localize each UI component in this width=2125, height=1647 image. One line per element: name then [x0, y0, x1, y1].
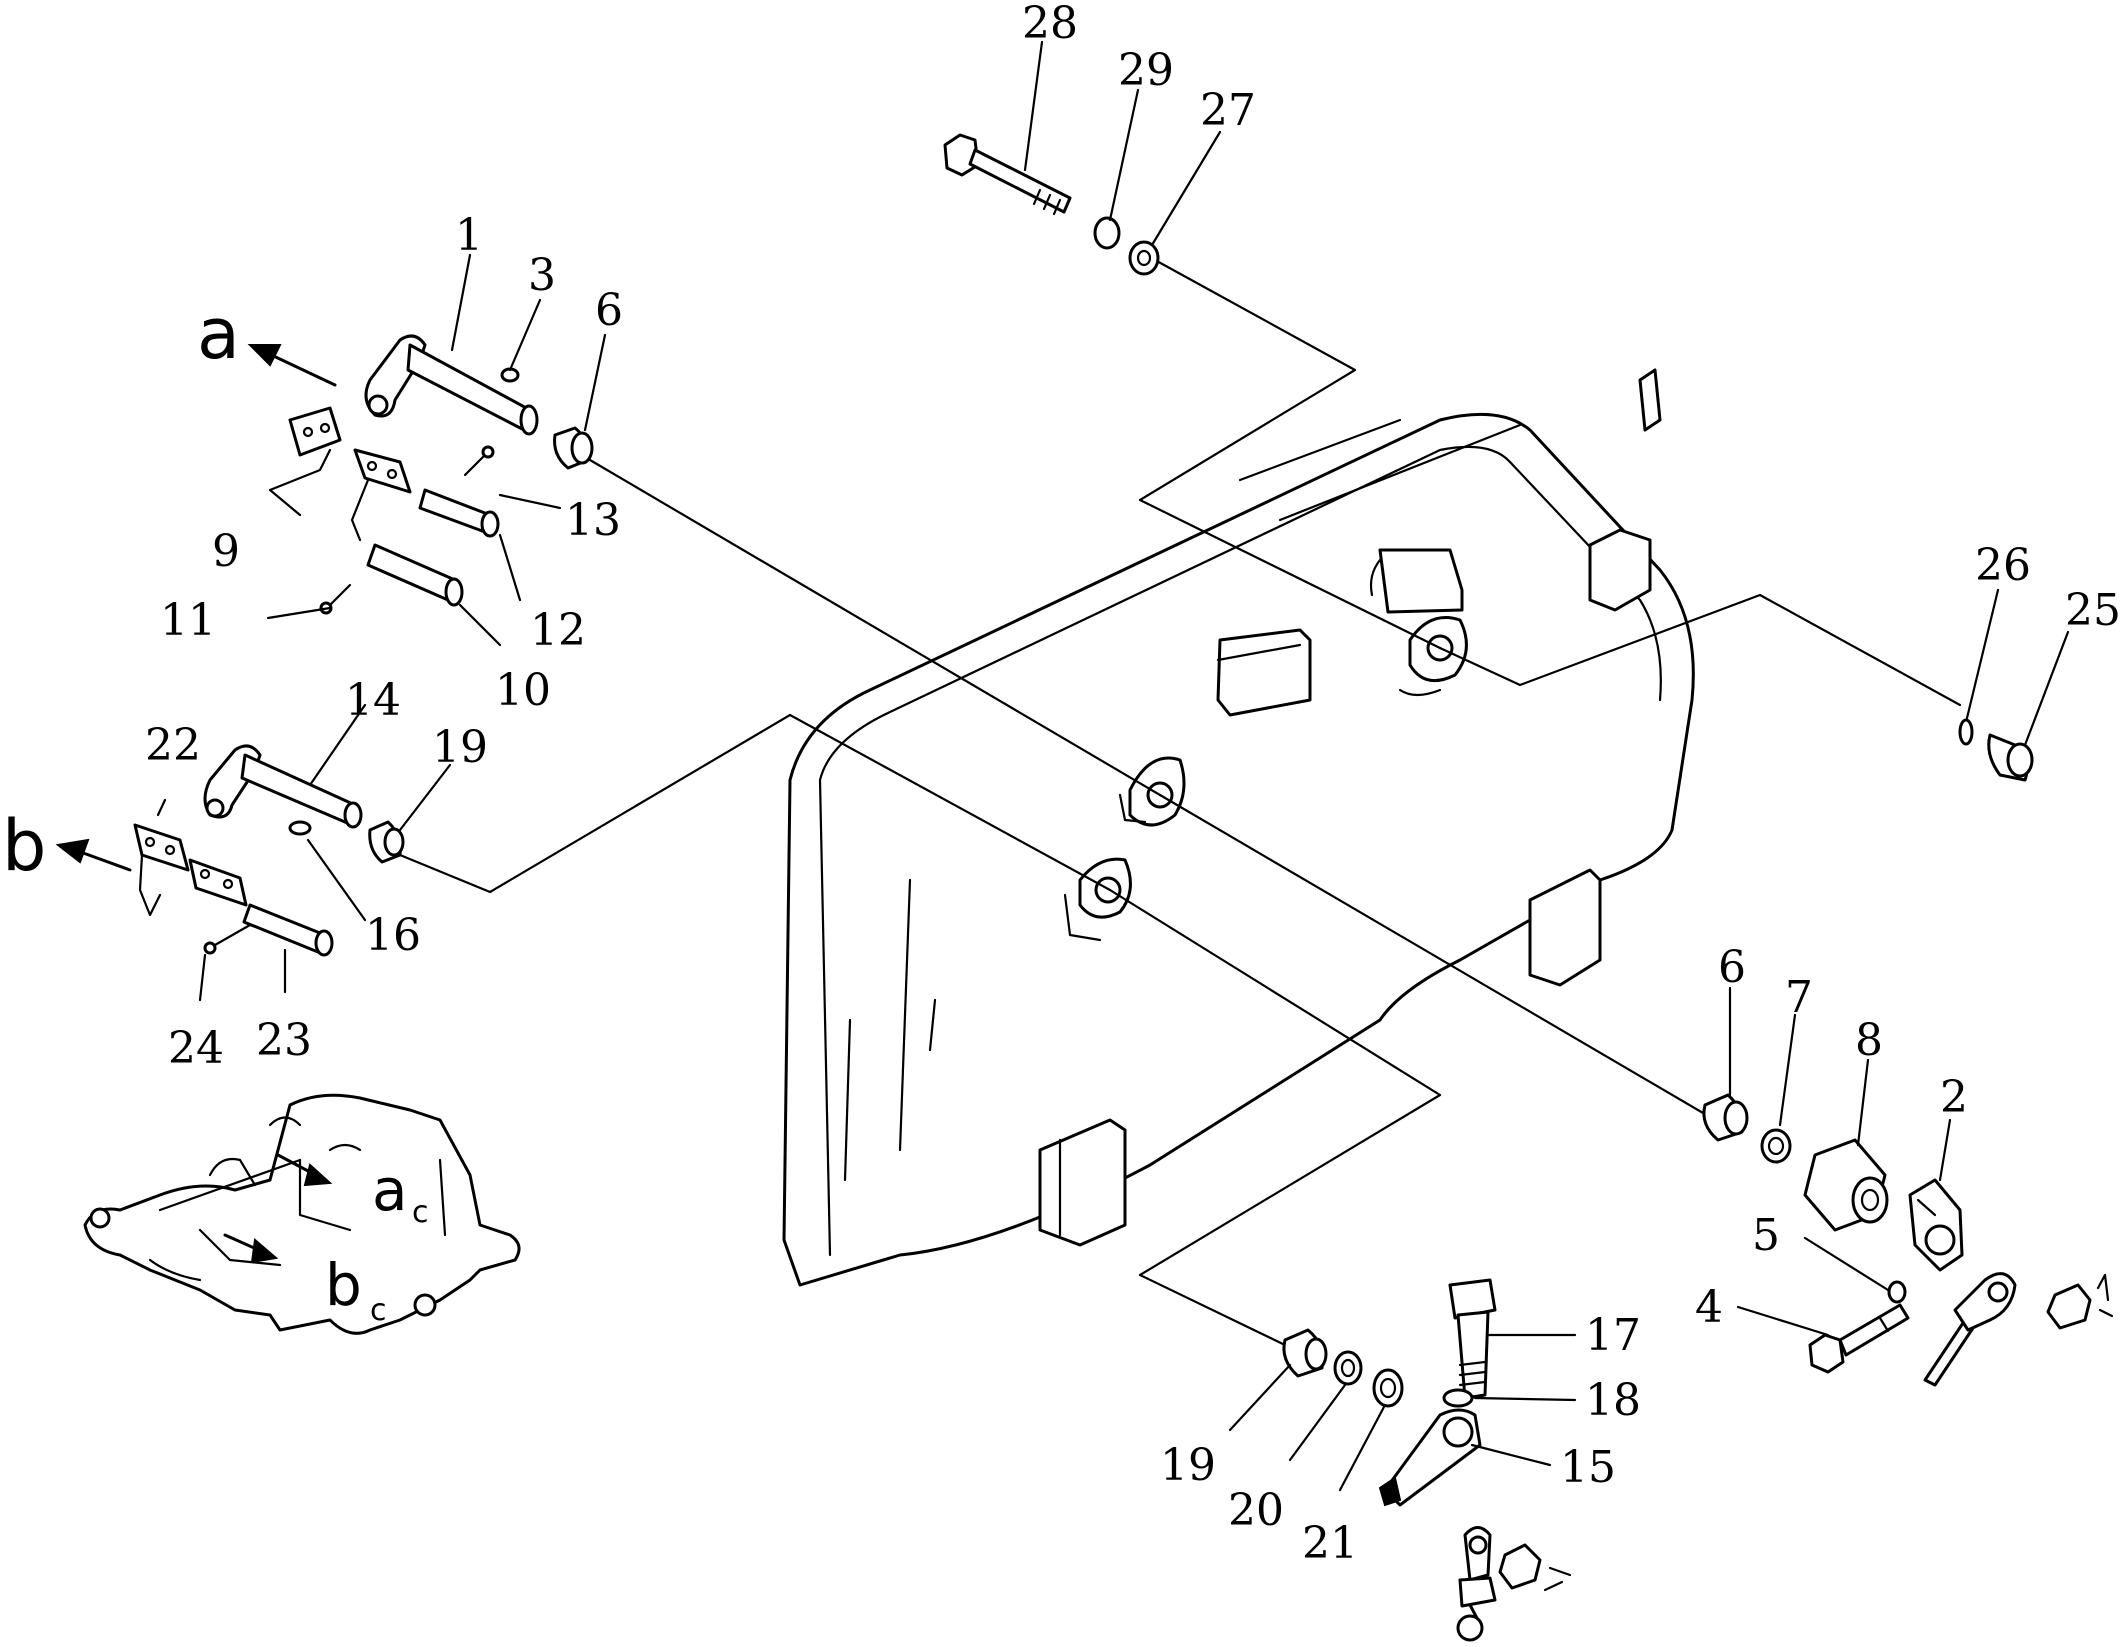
key-16 — [288, 820, 312, 836]
seal-7 — [1760, 1128, 1792, 1164]
o-ring-26 — [1958, 718, 1974, 746]
callout-25: 25 — [2065, 585, 2121, 636]
callout-15: 15 — [1560, 1442, 1616, 1493]
callout-16: 16 — [365, 910, 421, 961]
lever-15 — [1378, 1408, 1482, 1507]
callout-14: 14 — [345, 675, 401, 726]
view-ref-b: b — [2, 805, 46, 887]
callout-6-upper: 6 — [595, 285, 623, 336]
assembly-lines — [398, 258, 1962, 1347]
plate-9 — [268, 406, 342, 517]
callout-22: 22 — [145, 720, 201, 771]
inset-ref-b-sub: c — [370, 1293, 387, 1328]
callout-9: 9 — [212, 526, 240, 577]
callout-labels: 28 29 27 1 3 6 9 13 11 12 10 14 22 19 16… — [145, 0, 2121, 1569]
callout-6-lower: 6 — [1718, 942, 1746, 993]
view-ref-a: a — [197, 293, 240, 375]
callout-23: 23 — [256, 1015, 312, 1066]
callout-20: 20 — [1228, 1485, 1284, 1536]
bushing-19-bottom — [1282, 1328, 1328, 1378]
callout-3: 3 — [528, 250, 556, 301]
callout-13: 13 — [565, 495, 621, 546]
callout-24: 24 — [168, 1023, 224, 1074]
lever-1 — [364, 334, 539, 436]
callout-leaders — [198, 40, 2070, 1492]
callout-27: 27 — [1200, 85, 1256, 136]
lever-2 — [1908, 1178, 1964, 1272]
arrow-a: a — [197, 293, 337, 387]
plate-lower-link — [188, 858, 248, 907]
bolt-28 — [943, 133, 1072, 216]
callout-28: 28 — [1022, 0, 1078, 49]
callout-12: 12 — [530, 605, 586, 656]
callout-11: 11 — [160, 595, 216, 646]
inset-ref-a: a — [372, 1156, 408, 1224]
inset-ref-b: b — [325, 1251, 362, 1319]
arrow-b: b — [2, 805, 132, 887]
callout-18: 18 — [1585, 1375, 1641, 1426]
callout-2: 2 — [1940, 1072, 1968, 1123]
callout-10: 10 — [495, 665, 551, 716]
callout-4: 4 — [1695, 1282, 1723, 1333]
bushing-6-upper — [553, 426, 594, 470]
callout-5: 5 — [1752, 1210, 1780, 1261]
callout-26: 26 — [1975, 540, 2031, 591]
washer-5 — [1887, 1280, 1907, 1304]
inset-ref-a-sub: c — [412, 1195, 429, 1230]
rod-end-right — [1923, 1272, 2114, 1387]
washer-18 — [1442, 1388, 1474, 1408]
callout-19-bottom: 19 — [1160, 1440, 1216, 1491]
callout-7: 7 — [1785, 972, 1813, 1023]
pin-23 — [242, 903, 334, 957]
callout-29: 29 — [1118, 45, 1174, 96]
callout-19-left: 19 — [432, 722, 488, 773]
cotter-24 — [203, 923, 252, 955]
seal-20 — [1333, 1350, 1363, 1386]
callout-17: 17 — [1585, 1310, 1641, 1361]
plate-upper-link — [350, 448, 412, 542]
callout-1: 1 — [455, 210, 483, 261]
inset-view: a c b c — [83, 1093, 521, 1335]
callout-8: 8 — [1855, 1015, 1883, 1066]
bolt-17 — [1448, 1278, 1497, 1400]
rod-end-bottom — [1456, 1526, 1572, 1642]
plate-22 — [133, 798, 190, 917]
cap-25 — [1987, 733, 2034, 782]
pin-10 — [366, 543, 464, 607]
sleeve-8 — [1803, 1138, 1889, 1232]
pin-13 — [463, 445, 495, 477]
bushing-6-lower — [1702, 1093, 1749, 1142]
callout-21: 21 — [1302, 1518, 1358, 1569]
lever-14 — [203, 744, 363, 829]
washer-29 — [1093, 216, 1121, 250]
bolt-4 — [1808, 1303, 1910, 1374]
washer-27 — [1128, 240, 1160, 276]
bushing-19-left — [368, 820, 405, 864]
main-housing — [782, 368, 1695, 1287]
washer-21 — [1372, 1368, 1404, 1408]
pin-12 — [418, 488, 500, 538]
